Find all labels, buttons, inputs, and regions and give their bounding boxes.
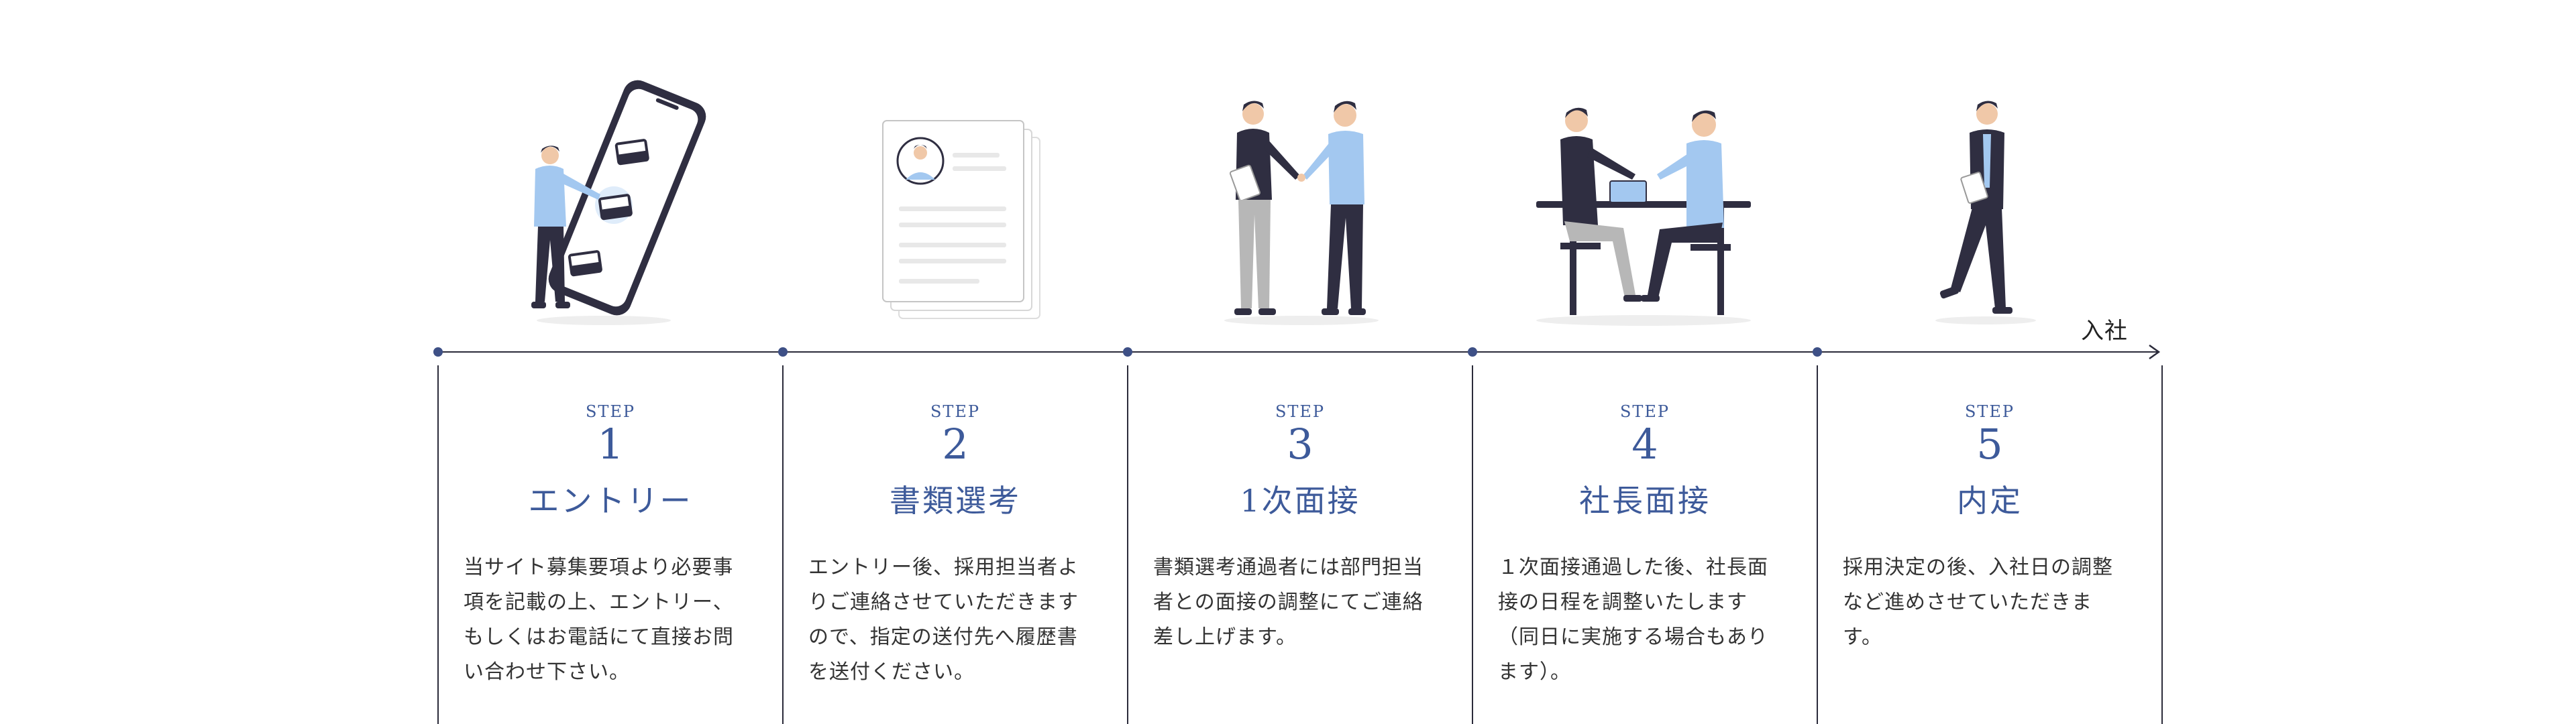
step-title: 内定	[1957, 483, 2023, 520]
step-label: STEP	[930, 402, 981, 421]
divider-line	[2161, 365, 2163, 724]
step-label: STEP	[585, 402, 636, 421]
step-card-4: STEP 4 社長面接 １次面接通過した後、社長面接の日程を調整いたします（同日…	[1472, 402, 1817, 690]
step-description: 採用決定の後、入社日の調整など進めさせていただきます。	[1843, 556, 2113, 649]
timeline-arrow-icon	[2149, 344, 2161, 360]
divider-line	[1472, 365, 1473, 724]
step-title: 書類選考	[890, 483, 1021, 520]
step-card-1: STEP 1 エントリー 当サイト募集要項より必要事項を記載の上、エントリー、も…	[438, 402, 783, 690]
timeline-dot-step-5	[1813, 347, 1822, 357]
phone-entry-illustration	[503, 74, 724, 328]
timeline-dot-step-1	[433, 347, 443, 357]
step-title: 社長面接	[1579, 483, 1711, 520]
step-label: STEP	[1619, 402, 1670, 421]
divider-line	[1127, 365, 1128, 724]
step-card-2: STEP 2 書類選考 エントリー後、採用担当者よりご連絡させていただきますので…	[783, 402, 1128, 690]
step-title: 1次面接	[1240, 483, 1360, 520]
step-number: 1	[597, 420, 624, 469]
step-number: 5	[1976, 420, 2003, 469]
step-number: 3	[1287, 420, 1313, 469]
divider-line	[437, 365, 439, 724]
timeline-dot-step-2	[778, 347, 788, 357]
step-card-5: STEP 5 内定 採用決定の後、入社日の調整など進めさせていただきます。	[1817, 402, 2162, 655]
timeline-dot-step-3	[1123, 347, 1132, 357]
divider-line	[1817, 365, 1818, 724]
step-number: 2	[942, 420, 969, 469]
timeline-dot-step-4	[1468, 347, 1477, 357]
meeting-table-illustration	[1523, 74, 1764, 328]
step-description: 当サイト募集要項より必要事項を記載の上、エントリー、もしくはお電話にて直接お問い…	[464, 556, 734, 684]
timeline-line	[437, 351, 2158, 353]
step-description: 書類選考通過者には部門担当者との面接の調整にてご連絡差し上げます。	[1153, 556, 1424, 649]
step-description: １次面接通過した後、社長面接の日程を調整いたします（同日に実施する場合もあります…	[1498, 556, 1768, 684]
resume-document-illustration	[872, 74, 1046, 328]
walking-person-illustration	[1925, 74, 2046, 328]
step-label: STEP	[1964, 402, 2015, 421]
goal-label-joining: 入社	[2081, 318, 2128, 345]
step-number: 4	[1631, 420, 1658, 469]
step-label: STEP	[1275, 402, 1326, 421]
step-title: エントリー	[528, 483, 693, 520]
divider-line	[782, 365, 784, 724]
step-description: エントリー後、採用担当者よりご連絡させていただきますので、指定の送付先へ履歴書を…	[808, 556, 1079, 684]
step-card-3: STEP 3 1次面接 書類選考通過者には部門担当者との面接の調整にてご連絡差し…	[1128, 402, 1472, 655]
handshake-illustration	[1208, 74, 1395, 328]
